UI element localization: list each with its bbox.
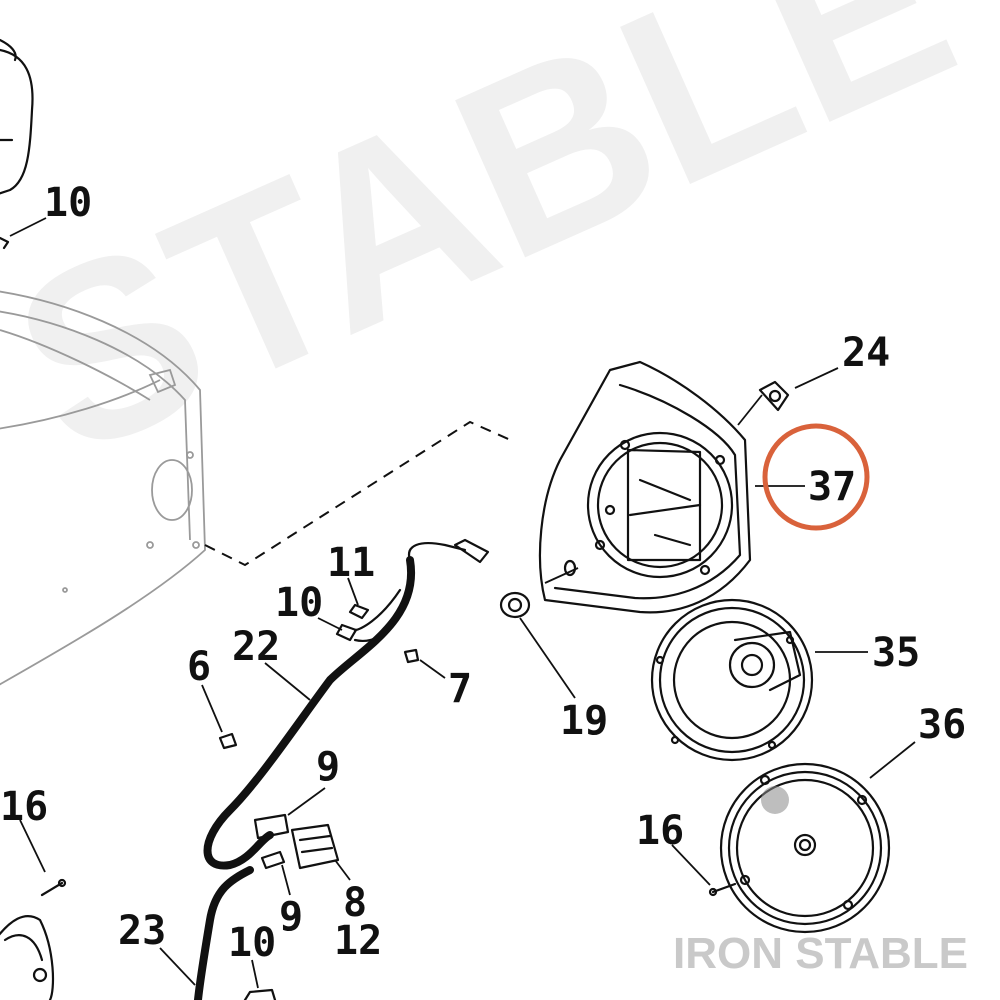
callout-35: 35 — [872, 630, 920, 676]
callout-9b: 9 — [279, 894, 303, 940]
callout-11: 11 — [327, 540, 375, 586]
callout-37: 37 — [808, 464, 856, 510]
connector-10-bottom — [243, 988, 277, 1000]
callout-10c: 10 — [228, 920, 276, 966]
speaker-35 — [650, 598, 814, 762]
grommet-19 — [499, 591, 531, 619]
connector-8 — [290, 823, 340, 870]
wiring-harness — [194, 538, 490, 1000]
saddlebag-outline — [0, 290, 206, 686]
callout-6: 6 — [187, 644, 211, 690]
callout-10a: 10 — [44, 180, 92, 226]
terminal-9b — [260, 850, 286, 870]
callout-labels: 10 24 37 11 10 35 22 6 7 19 36 9 16 16 8… — [0, 180, 966, 966]
speaker-bracket-37 — [538, 360, 752, 614]
callout-19: 19 — [560, 698, 608, 744]
callout-24: 24 — [842, 330, 890, 376]
callout-10b: 10 — [275, 580, 323, 626]
highlight-ring-37 — [762, 423, 870, 531]
dashed-boundary — [204, 420, 516, 567]
top-harness — [0, 38, 34, 250]
clip-24 — [758, 380, 790, 412]
callout-16b: 16 — [636, 808, 684, 854]
brand-logo-text: IRON STABLE — [673, 929, 968, 978]
screw-16-right — [708, 882, 737, 897]
clip-6 — [218, 732, 238, 750]
callout-22: 22 — [232, 624, 280, 670]
callout-9a: 9 — [316, 744, 340, 790]
leader-lines — [9, 217, 916, 989]
lower-bag-edge — [0, 914, 55, 1000]
callout-36: 36 — [918, 702, 966, 748]
callout-12: 12 — [334, 918, 382, 964]
callout-23: 23 — [118, 908, 166, 954]
callout-16a: 16 — [0, 784, 48, 830]
callout-7: 7 — [448, 666, 472, 712]
grille-36 — [719, 762, 891, 934]
clip-7 — [403, 648, 420, 664]
screw-16-left — [40, 878, 67, 897]
callout-8: 8 — [343, 880, 367, 926]
